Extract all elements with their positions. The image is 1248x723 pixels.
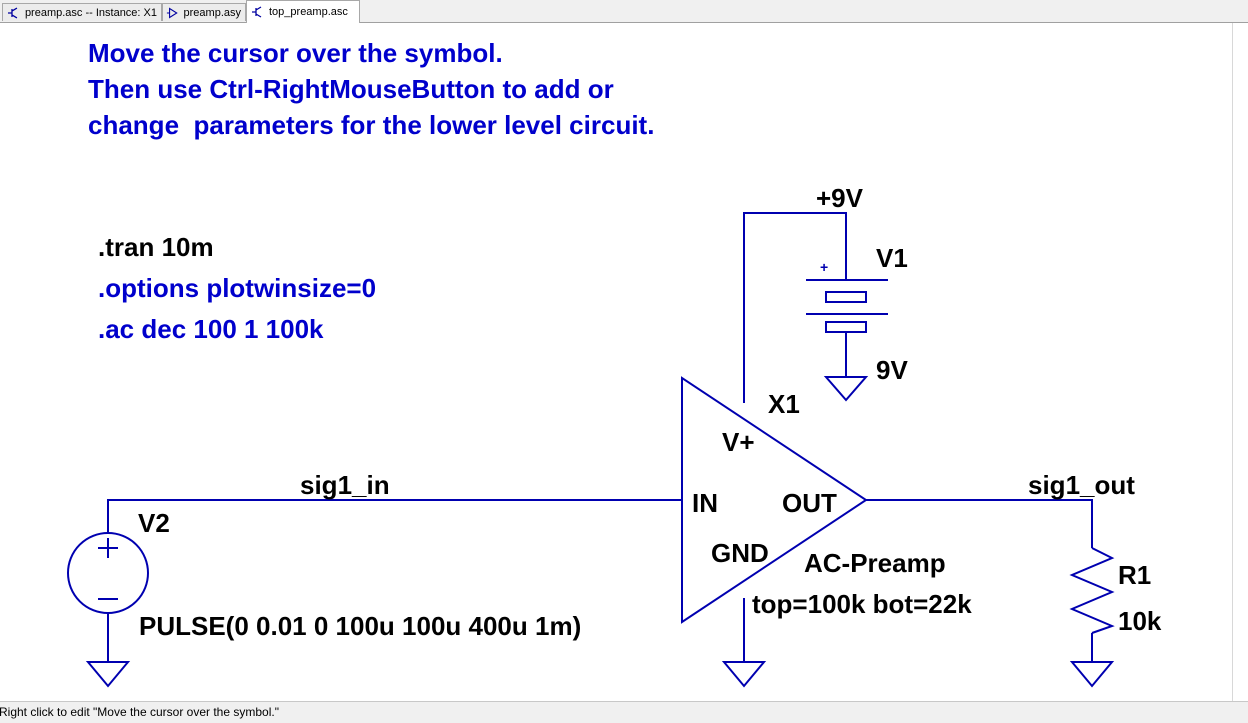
status-message: Right click to edit "Move the cursor ove… bbox=[0, 705, 279, 719]
comment-line-1[interactable]: Move the cursor over the symbol. bbox=[88, 38, 503, 68]
net-label-output[interactable]: sig1_out bbox=[1028, 470, 1135, 500]
canvas-right-edge bbox=[1232, 23, 1248, 701]
tab-preamp-asy[interactable]: preamp.asy bbox=[162, 3, 246, 21]
v2-source-symbol[interactable] bbox=[67, 532, 149, 614]
x1-type[interactable]: AC-Preamp bbox=[804, 548, 946, 578]
comment-line-3[interactable]: change parameters for the lower level ci… bbox=[88, 110, 654, 140]
comment-line-2[interactable]: Then use Ctrl-RightMouseButton to add or bbox=[88, 74, 614, 104]
ground-icon bbox=[85, 661, 131, 688]
r1-value[interactable]: 10k bbox=[1118, 606, 1162, 636]
schematic-canvas[interactable]: Move the cursor over the symbol. Then us… bbox=[0, 23, 1232, 701]
x1-pin-gnd: GND bbox=[711, 538, 769, 568]
x1-opamp-symbol[interactable] bbox=[681, 376, 868, 624]
v1-battery-symbol[interactable] bbox=[806, 279, 888, 333]
ground-icon bbox=[721, 661, 767, 688]
status-bar: Right click to edit "Move the cursor ove… bbox=[0, 701, 1248, 723]
wire-input[interactable] bbox=[107, 499, 682, 533]
net-label-supply[interactable]: +9V bbox=[816, 183, 864, 213]
wires bbox=[107, 212, 1093, 662]
x1-pin-out: OUT bbox=[782, 488, 837, 518]
r1-resistor-symbol[interactable] bbox=[1069, 547, 1115, 634]
x1-params[interactable]: top=100k bot=22k bbox=[752, 589, 972, 619]
v1-value[interactable]: 9V bbox=[876, 355, 908, 385]
tab-label: top_preamp.asc bbox=[269, 6, 348, 18]
ground-icon bbox=[1069, 661, 1115, 688]
tab-strip: preamp.asc -- Instance: X1 preamp.asy to… bbox=[0, 0, 1248, 23]
ground-icon bbox=[823, 376, 869, 402]
tab-label: preamp.asy bbox=[183, 6, 241, 19]
net-label-input[interactable]: sig1_in bbox=[300, 470, 390, 500]
v1-plus-sign: + bbox=[820, 259, 828, 275]
wire-output[interactable] bbox=[866, 499, 1093, 548]
tab-label: preamp.asc -- Instance: X1 bbox=[24, 6, 157, 19]
wire-supply[interactable] bbox=[743, 212, 847, 403]
tab-top-preamp[interactable]: top_preamp.asc bbox=[246, 0, 360, 23]
r1-name[interactable]: R1 bbox=[1118, 560, 1151, 590]
schematic-drawing: Move the cursor over the symbol. Then us… bbox=[67, 38, 1162, 688]
directive-options[interactable]: .options plotwinsize=0 bbox=[98, 273, 376, 303]
directive-tran[interactable]: .tran 10m bbox=[98, 232, 214, 262]
schematic-icon bbox=[252, 6, 262, 18]
v1-name[interactable]: V1 bbox=[876, 243, 908, 273]
v2-value[interactable]: PULSE(0 0.01 0 100u 100u 400u 1m) bbox=[139, 611, 581, 641]
directive-ac[interactable]: .ac dec 100 1 100k bbox=[98, 314, 324, 344]
v2-name[interactable]: V2 bbox=[138, 508, 170, 538]
x1-pin-vplus: V+ bbox=[722, 427, 755, 457]
x1-pin-in: IN bbox=[692, 488, 718, 518]
tab-preamp-instance[interactable]: preamp.asc -- Instance: X1 bbox=[2, 3, 162, 21]
symbol-icon bbox=[166, 7, 178, 18]
schematic-icon bbox=[7, 6, 18, 19]
x1-name[interactable]: X1 bbox=[768, 389, 800, 419]
